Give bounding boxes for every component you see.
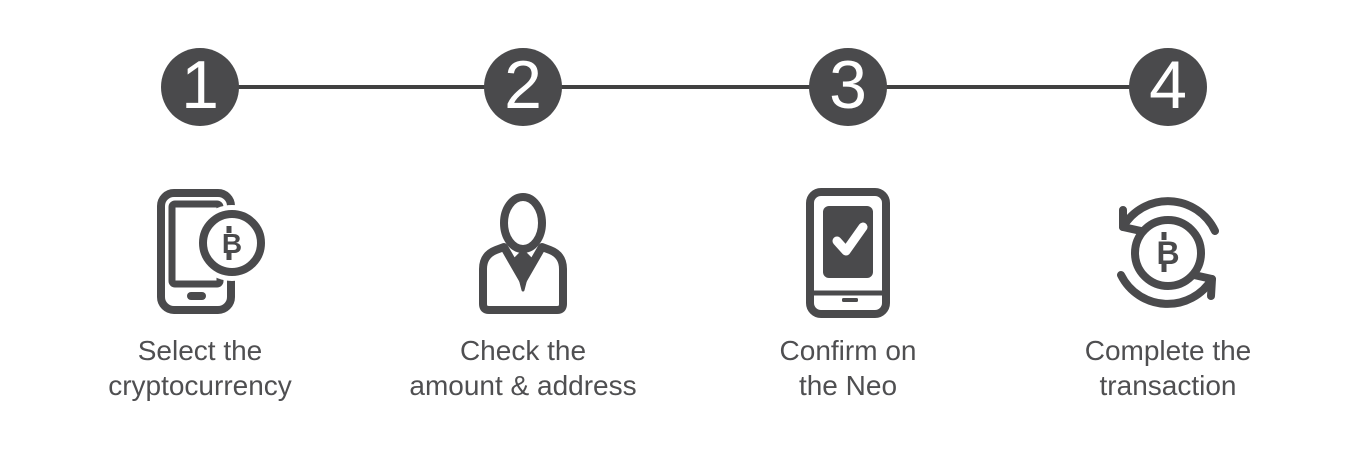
step-2-label-line1: Check the	[459, 335, 587, 366]
step-3-number-badge: 3	[809, 48, 887, 126]
step-column-3: 3 Confirm on the Neo	[688, 0, 1008, 459]
step-column-4: 4 B Complete the transaction	[1008, 0, 1328, 459]
step-4-number-badge: 4	[1129, 48, 1207, 126]
step-4-number: 4	[1149, 47, 1187, 123]
step-column-2: 2 Check the amount & address	[363, 0, 683, 459]
step-3-number: 3	[829, 47, 867, 123]
step-1-label-line2: cryptocurrency	[108, 370, 292, 401]
step-4-label-line1: Complete the	[1084, 335, 1252, 366]
svg-text:B: B	[1156, 235, 1179, 271]
step-1-label: Select the cryptocurrency	[40, 333, 360, 403]
smartphone-bitcoin-icon: B	[40, 185, 360, 320]
step-3-label-line1: Confirm on	[779, 335, 917, 366]
step-1-number-badge: 1	[161, 48, 239, 126]
phone-checkmark-icon	[688, 185, 1008, 320]
step-4-label: Complete the transaction	[1008, 333, 1328, 403]
step-4-label-line2: transaction	[1099, 370, 1237, 401]
businessperson-icon	[363, 185, 683, 320]
svg-text:B: B	[222, 228, 242, 259]
step-2-label: Check the amount & address	[363, 333, 683, 403]
step-2-number: 2	[504, 47, 542, 123]
step-1-label-line1: Select the	[137, 335, 263, 366]
step-3-label: Confirm on the Neo	[688, 333, 1008, 403]
step-1-number: 1	[181, 47, 219, 123]
step-2-number-badge: 2	[484, 48, 562, 126]
stepper-connector-line	[200, 85, 1168, 89]
step-column-1: 1 B Select the cryptocurrency	[40, 0, 360, 459]
step-2-label-line2: amount & address	[409, 370, 637, 401]
step-3-label-line2: the Neo	[798, 370, 898, 401]
bitcoin-cycle-arrows-icon: B	[1008, 185, 1328, 320]
